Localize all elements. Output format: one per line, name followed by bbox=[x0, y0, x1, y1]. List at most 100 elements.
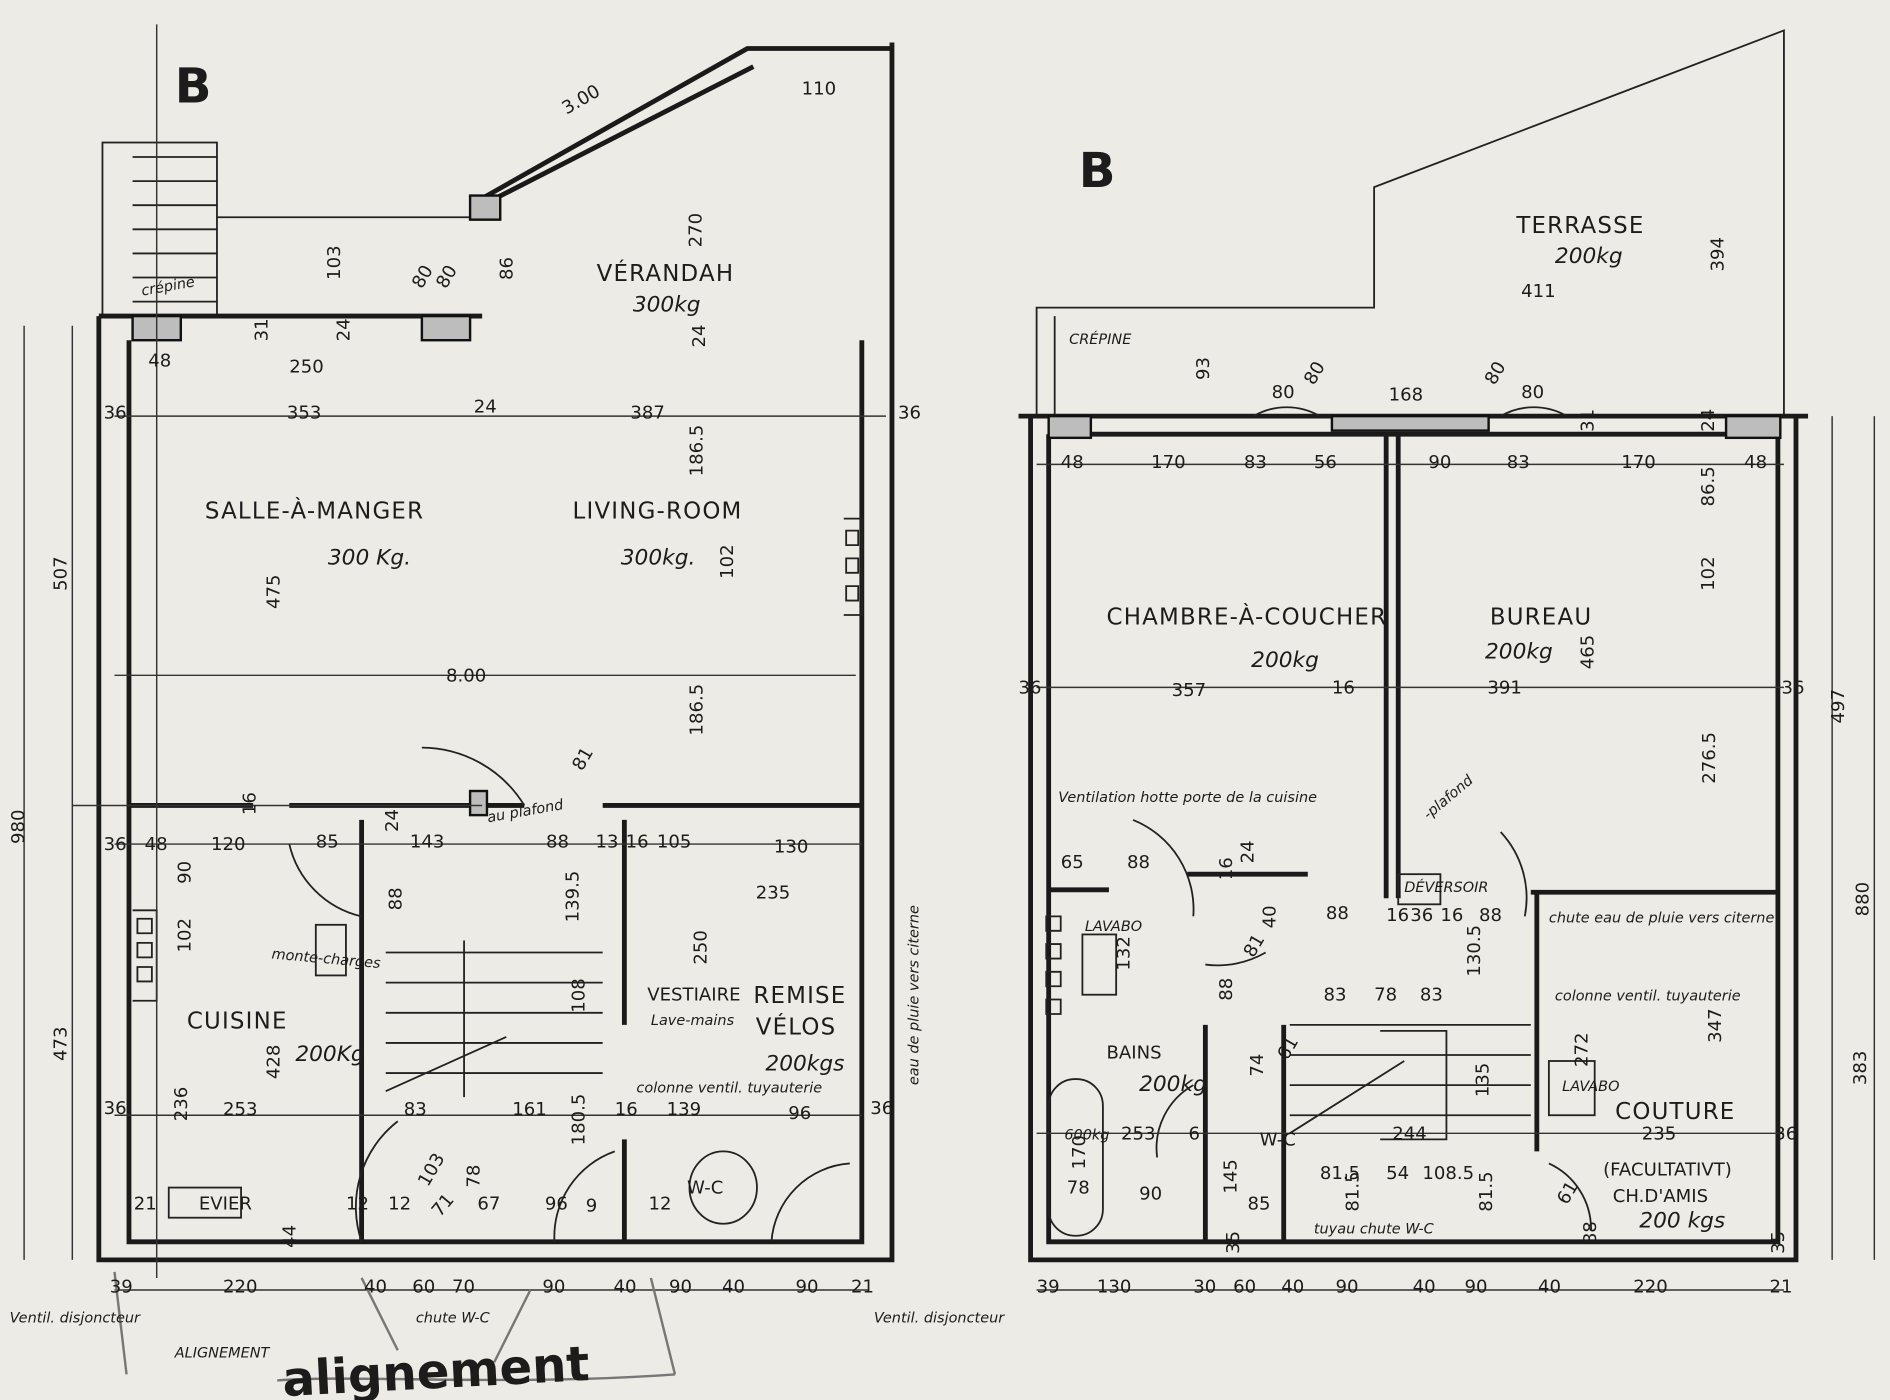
dimension-label: 56 bbox=[1314, 452, 1337, 473]
dimension-label: 16 bbox=[626, 832, 649, 853]
deversoir-sink bbox=[1397, 873, 1442, 906]
pier bbox=[1047, 414, 1093, 440]
dimension-label: 83 bbox=[1323, 985, 1346, 1006]
dimension-label: 54 bbox=[1386, 1163, 1409, 1184]
pier bbox=[468, 194, 502, 221]
dimension-label: 83 bbox=[1420, 985, 1443, 1006]
dimension-label: 475 bbox=[264, 574, 285, 609]
dimension-label: 102 bbox=[1698, 556, 1719, 591]
dimension-label: 60 bbox=[412, 1276, 435, 1297]
dimension-label: 473 bbox=[50, 1026, 71, 1061]
dimension-label: 85 bbox=[316, 832, 339, 853]
dimension-label: 108 bbox=[569, 978, 590, 1013]
dimension-label: 86 bbox=[496, 257, 517, 280]
room-label: W-C bbox=[1260, 1129, 1296, 1150]
annotation-note: Ventil. disjoncteur bbox=[10, 1311, 141, 1327]
dimension-label: 8.00 bbox=[446, 665, 486, 686]
dimension-label: 24 bbox=[382, 809, 403, 832]
dimension-label: 61 bbox=[1553, 1178, 1583, 1208]
dimension-label: 36 bbox=[104, 403, 127, 424]
dimension-label: 347 bbox=[1705, 1008, 1726, 1043]
dimension-label: 78 bbox=[1067, 1178, 1090, 1199]
dimension-label: 132 bbox=[1113, 936, 1134, 971]
door-swings bbox=[288, 746, 850, 1243]
annotation-note: au plafond bbox=[486, 797, 565, 826]
dimension-label: 102 bbox=[174, 918, 195, 953]
dimension-label: 40 bbox=[364, 1276, 387, 1297]
annotation-note: eau de pluie vers citerne bbox=[906, 905, 922, 1085]
dimension-label: 40 bbox=[1413, 1276, 1436, 1297]
dimension-label: 880 bbox=[1852, 882, 1873, 917]
dimension-label: 383 bbox=[1850, 1051, 1871, 1086]
dimension-label: 81 bbox=[568, 744, 598, 774]
dimension-label: 12 bbox=[388, 1193, 411, 1214]
dimension-label: 465 bbox=[1577, 635, 1598, 670]
dimension-label: 394 bbox=[1708, 237, 1729, 272]
dimension-label: 24 bbox=[474, 397, 497, 418]
dimension-label: 16 bbox=[240, 792, 261, 815]
dimension-label: 103 bbox=[414, 1150, 449, 1190]
dimension-label: 139 bbox=[667, 1099, 702, 1120]
dimension-label: 80 bbox=[1481, 358, 1511, 388]
dimension-label: 411 bbox=[1521, 281, 1556, 302]
dimension-label: 70 bbox=[452, 1276, 475, 1297]
dimension-label: 80 bbox=[1521, 382, 1544, 403]
dimension-label: 48 bbox=[148, 351, 171, 372]
dimension-label: 16 bbox=[1440, 905, 1463, 926]
dimension-label: 428 bbox=[264, 1045, 285, 1080]
dimension-label: 83 bbox=[1507, 452, 1530, 473]
dimension-label: 48 bbox=[145, 834, 168, 855]
dimension-label: 507 bbox=[50, 556, 71, 591]
dimension-label: 16 bbox=[615, 1099, 638, 1120]
annotation-note: Ventilation hotte porte de la cuisine bbox=[1058, 790, 1317, 806]
dimension-label: 12 bbox=[648, 1193, 671, 1214]
dimension-label: 90 bbox=[1428, 452, 1451, 473]
dimension-label: 12 bbox=[346, 1193, 369, 1214]
dimension-label: 88 bbox=[546, 832, 569, 853]
annotation-note: tuyau chute W-C bbox=[1314, 1221, 1435, 1237]
dimension-label: 30 bbox=[1193, 1276, 1216, 1297]
dimension-label: 40 bbox=[614, 1276, 637, 1297]
annotation-note: Lave-mains bbox=[651, 1013, 735, 1029]
dimension-label: 40 bbox=[1538, 1276, 1561, 1297]
dimension-label: 88 bbox=[1580, 1221, 1601, 1244]
dimension-label: 105 bbox=[657, 832, 692, 853]
dimension-label: 9 bbox=[586, 1196, 598, 1217]
dimension-label: 36 bbox=[1019, 677, 1042, 698]
dimension-label: 170 bbox=[1151, 452, 1186, 473]
dimension-label: 40 bbox=[722, 1276, 745, 1297]
pencil-handwriting: alignement bbox=[281, 1336, 591, 1400]
annotation-note: colonne ventil. tuyauterie bbox=[1555, 989, 1741, 1005]
lavabo-sink bbox=[1081, 933, 1118, 996]
dimension-label: 21 bbox=[1769, 1276, 1792, 1297]
dimension-label: 161 bbox=[512, 1099, 547, 1120]
dimension-label: 36 bbox=[870, 1098, 893, 1119]
annotation-note: Ventil. disjoncteur bbox=[874, 1311, 1005, 1327]
dimension-label: 96 bbox=[545, 1193, 568, 1214]
staircase bbox=[1289, 1023, 1531, 1141]
dimension-label: 80 bbox=[408, 262, 438, 292]
room-label: 600kg bbox=[1064, 1127, 1109, 1143]
dimension-label: 81 bbox=[1240, 931, 1270, 961]
dimension-label: 24 bbox=[1698, 409, 1719, 432]
dimension-label: 36 bbox=[104, 834, 127, 855]
dimension-label: 31 bbox=[252, 318, 273, 341]
dimension-label: 80 bbox=[432, 262, 462, 292]
annotation-note: colonne ventil. tuyauterie bbox=[636, 1080, 822, 1096]
dimension-label: 36 bbox=[1774, 1123, 1797, 1144]
dimension-label: 253 bbox=[1121, 1123, 1156, 1144]
interior-walls bbox=[359, 819, 627, 1242]
dimension-label: 78 bbox=[464, 1165, 485, 1188]
room-label: 200 kgs bbox=[1639, 1208, 1725, 1233]
chimney-flue bbox=[468, 789, 489, 817]
inner-wall-face bbox=[126, 340, 865, 1245]
dimension-label: 85 bbox=[1248, 1193, 1271, 1214]
room-label: VESTIAIRE bbox=[647, 985, 740, 1006]
room-label: TERRASSE bbox=[1515, 213, 1644, 239]
dimension-label: 36 bbox=[898, 403, 921, 424]
room-label: LAVABO bbox=[1562, 1079, 1619, 1095]
dimension-label: 235 bbox=[1642, 1123, 1677, 1144]
room-label: EVIER bbox=[199, 1193, 253, 1214]
room-label: SALLE-À-MANGER bbox=[205, 497, 424, 525]
